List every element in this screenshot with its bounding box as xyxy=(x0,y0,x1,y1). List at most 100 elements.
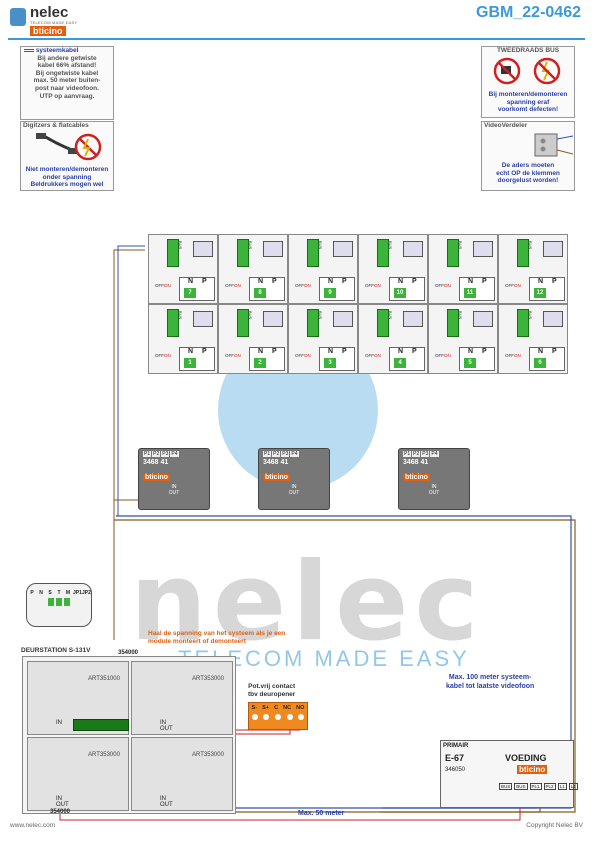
contact-title: Pot.vrij contact tbv deuropener xyxy=(248,683,295,698)
bus-label: BUS xyxy=(458,241,463,250)
off-on-switch: OFFON xyxy=(225,353,241,358)
note-line: spanning eraf xyxy=(506,98,550,106)
p-label: P xyxy=(272,278,277,285)
door-station-frame: ART351000 IN ART353000 IN OUT ART353000 … xyxy=(22,656,236,814)
brand-name: nelec xyxy=(30,4,69,21)
note-line: Niet monteren/demonteren xyxy=(25,166,109,174)
bus-terminal xyxy=(517,309,529,337)
terminal-label: JP1 xyxy=(73,590,82,596)
distributor-port: P1 xyxy=(143,451,152,457)
psu-terminal: PL1 xyxy=(529,783,542,790)
terminal-label: S xyxy=(48,590,52,596)
off-on-switch: OFFON xyxy=(505,353,521,358)
note-line: Bij andere getwiste xyxy=(37,54,97,62)
n-label: N xyxy=(188,278,194,285)
distributor-port: P1 xyxy=(403,451,412,457)
p-label: P xyxy=(202,278,207,285)
p-label: P xyxy=(552,278,557,285)
distributor-out: OUT xyxy=(288,490,300,496)
bus-label: BUS xyxy=(318,241,323,250)
terminal-label: P xyxy=(30,590,34,596)
apartment-number: 1 xyxy=(184,358,196,368)
cable-note-line: Max. 100 meter systeem- xyxy=(448,674,532,681)
distributor-in: IN xyxy=(291,484,297,490)
off-on-switch: OFFON xyxy=(295,283,311,288)
note-line: Bij monteren/demonteren xyxy=(488,91,568,99)
power-supply-brand: PRIMAIR xyxy=(443,743,469,749)
apartment-number: 11 xyxy=(464,288,476,298)
note-line: post naar videofoon. xyxy=(35,84,99,92)
psu-terminal: BUS xyxy=(499,783,513,790)
distributor-port: P2 xyxy=(412,451,421,457)
module-out-label: OUT xyxy=(56,802,69,808)
monitor-icon xyxy=(403,311,423,327)
n-label: N xyxy=(538,348,544,355)
note-videoverdeler-title: VideoVerdeler xyxy=(484,122,528,129)
p-label: P xyxy=(342,348,347,355)
monitor-icon xyxy=(473,311,493,327)
bus-label: BUS xyxy=(248,241,253,250)
door-module: ART353000 IN OUT xyxy=(131,737,233,811)
door-station-title: DEURSTATION S-131V xyxy=(21,647,91,654)
module-code: ART351000 xyxy=(88,676,120,682)
note-tweedraads-title: TWEEDRAADS BUS xyxy=(496,47,560,54)
distributor-out: OUT xyxy=(168,490,180,496)
monitor-icon xyxy=(193,241,213,257)
bus-terminal xyxy=(307,239,319,267)
monitor-icon xyxy=(473,241,493,257)
terminal-screw-icon xyxy=(298,714,305,720)
cable-note-max100: Max. 100 meter systeem- kabel tot laatst… xyxy=(446,673,534,691)
footer-url: www.nelec.com xyxy=(10,822,56,829)
bus-label: BUS xyxy=(318,311,323,320)
apartment-number: 7 xyxy=(184,288,196,298)
note-line: De aders moeten xyxy=(501,162,555,170)
door-station-warning: Haal de spanning van het systeem als je … xyxy=(148,630,286,645)
distributor-port: P2 xyxy=(152,451,161,457)
off-on-switch: OFFON xyxy=(295,353,311,358)
note-line: max. 50 meter buiten- xyxy=(33,77,101,85)
distributor-in: IN xyxy=(171,484,177,490)
monitor-icon xyxy=(333,311,353,327)
power-supply-partner-logo: bticino xyxy=(517,765,548,774)
door-module: ART353000 IN OUT xyxy=(27,737,129,811)
off-on-switch: OFFON xyxy=(155,283,171,288)
bus-label: BUS xyxy=(458,311,463,320)
off-on-switch: OFFON xyxy=(505,283,521,288)
module-code: ART353000 xyxy=(88,752,120,758)
n-label: N xyxy=(398,278,404,285)
p-label: P xyxy=(342,278,347,285)
p-label: P xyxy=(412,278,417,285)
apartment-number: 9 xyxy=(324,288,336,298)
off-on-switch: OFFON xyxy=(435,353,451,358)
no-plug-warning-icon xyxy=(493,57,561,84)
note-digitizers: Digitzers & flatcables Niet monteren/dem… xyxy=(20,121,114,191)
note-line: onder spanning xyxy=(42,173,92,181)
cable-note-max50: Max. 50 meter xyxy=(298,810,345,817)
apartment-number: 5 xyxy=(464,358,476,368)
monitor-icon xyxy=(263,241,283,257)
terminal-block-icon xyxy=(534,133,574,157)
p-label: P xyxy=(272,348,277,355)
psu-terminal: L1 xyxy=(557,783,567,790)
n-label: N xyxy=(468,348,474,355)
bus-terminal xyxy=(167,309,179,337)
off-on-switch: OFFON xyxy=(225,283,241,288)
